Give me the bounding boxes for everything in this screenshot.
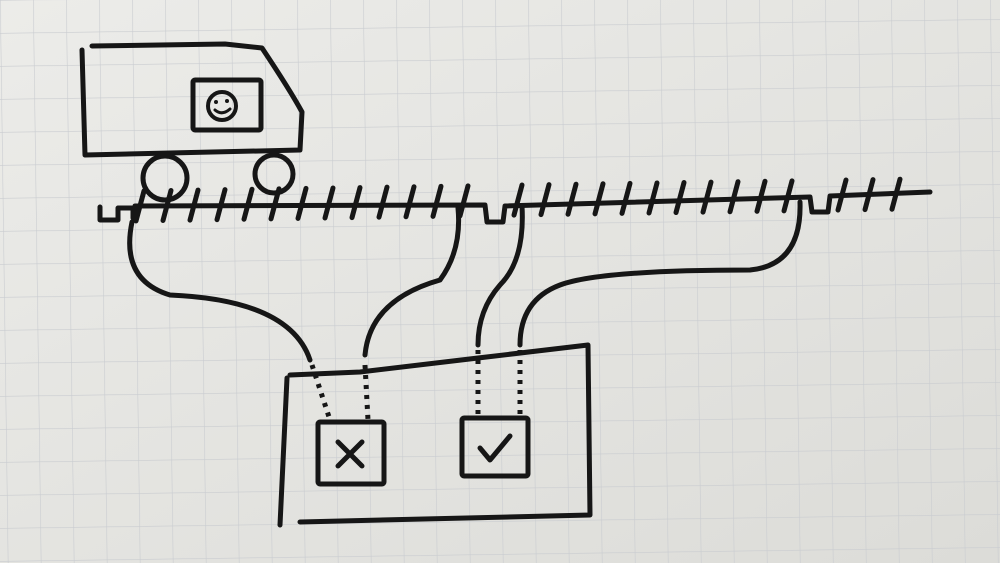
- front-wheel: [140, 153, 190, 203]
- track-tie: [349, 185, 363, 221]
- track-tie: [430, 183, 444, 219]
- train-car: [79, 41, 305, 203]
- rear-wheel: [252, 152, 296, 196]
- track-tie: [700, 179, 714, 215]
- reject-switch: [315, 419, 387, 487]
- track-tie: [619, 180, 633, 216]
- accept-switch: [459, 415, 531, 479]
- wires: [127, 199, 803, 363]
- track-tie: [160, 188, 174, 224]
- track-tie: [322, 185, 336, 221]
- track-tie: [187, 187, 201, 223]
- track-tie: [889, 176, 903, 212]
- track-tie: [214, 187, 228, 223]
- track-tie: [835, 177, 849, 213]
- track-tie: [511, 182, 525, 218]
- track-tie: [457, 183, 471, 219]
- smiley-face-icon: [206, 90, 238, 122]
- track-tie: [727, 179, 741, 215]
- track-tie: [133, 188, 147, 224]
- track-tie: [592, 181, 606, 217]
- track-tie: [295, 185, 309, 221]
- controller-box: [277, 342, 593, 528]
- track: [97, 176, 933, 225]
- track-ties: [133, 176, 903, 224]
- track-tie: [646, 180, 660, 216]
- check-mark-icon: [477, 433, 513, 463]
- track-tie: [268, 186, 282, 222]
- track-tie: [781, 178, 795, 214]
- track-tie: [241, 186, 255, 222]
- track-tie: [538, 182, 552, 218]
- dotted-connections: [309, 350, 523, 421]
- screen-with-smiley: [190, 77, 264, 133]
- track-tie: [673, 180, 687, 216]
- track-tie: [565, 181, 579, 217]
- x-mark-icon: [335, 439, 365, 469]
- track-tie: [862, 177, 876, 213]
- track-tie: [403, 184, 417, 220]
- track-tie: [754, 178, 768, 214]
- track-tie: [376, 184, 390, 220]
